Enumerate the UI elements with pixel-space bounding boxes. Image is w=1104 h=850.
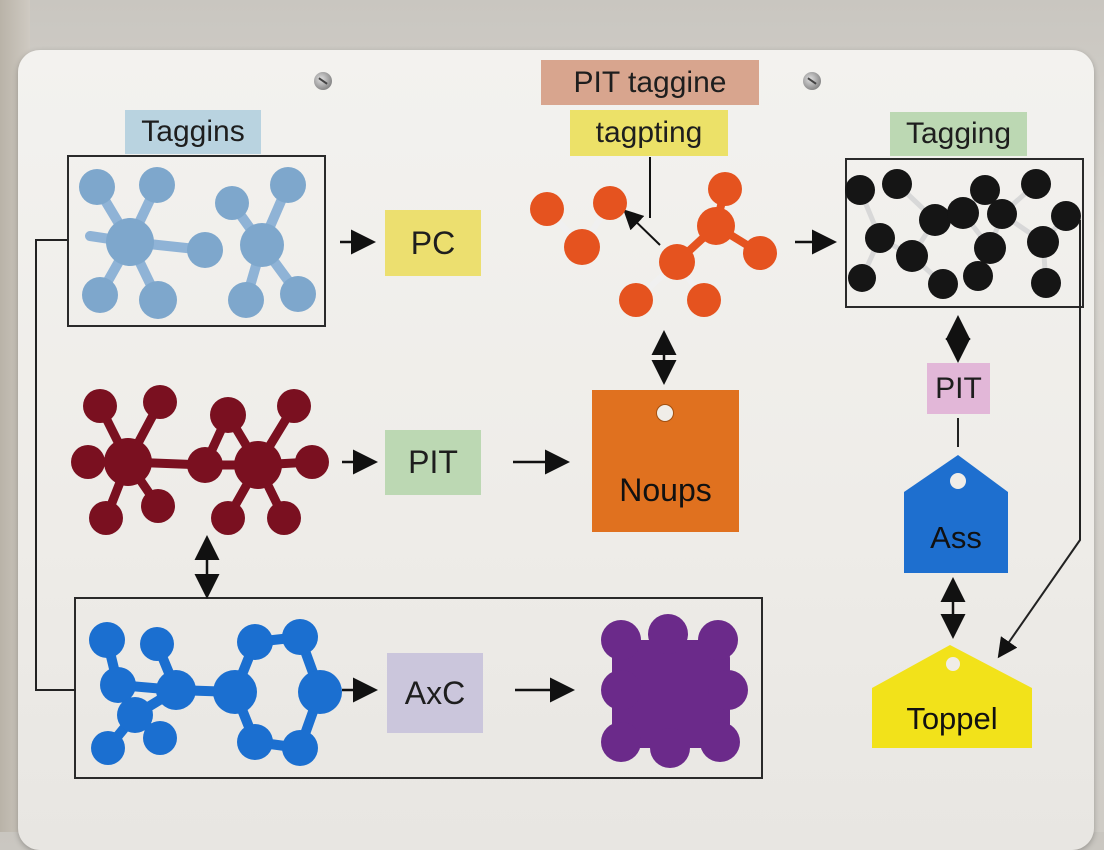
label-taggins: Taggins (125, 110, 261, 154)
molecule-blue (89, 619, 342, 766)
connector-lines (35, 157, 1081, 703)
tag-ass-label: Ass (930, 520, 982, 555)
tag-ass-shape (872, 455, 1032, 748)
box-axc: AxC (387, 653, 483, 733)
purple-shape (601, 614, 748, 768)
frame-top-left (67, 155, 326, 327)
frame-top-right (845, 158, 1084, 308)
screw-left (314, 72, 332, 90)
molecule-light-blue (79, 167, 316, 319)
tag-toppel-label: Toppel (906, 701, 998, 736)
molecule-maroon (71, 385, 329, 535)
box-pit-right: PIT (927, 363, 990, 414)
label-tagging: Tagging (890, 112, 1027, 156)
frame-bottom (74, 597, 763, 779)
label-pit-taggine: PIT taggine (541, 60, 759, 105)
molecule-orange (530, 172, 777, 317)
tag-noups-hole (656, 404, 674, 422)
tag-noups-label: Noups (619, 471, 712, 508)
box-pit: PIT (385, 430, 481, 495)
box-pc: PC (385, 210, 481, 276)
molecule-black (845, 169, 1081, 299)
screw-right (803, 72, 821, 90)
label-tagpting: tagpting (570, 110, 728, 156)
